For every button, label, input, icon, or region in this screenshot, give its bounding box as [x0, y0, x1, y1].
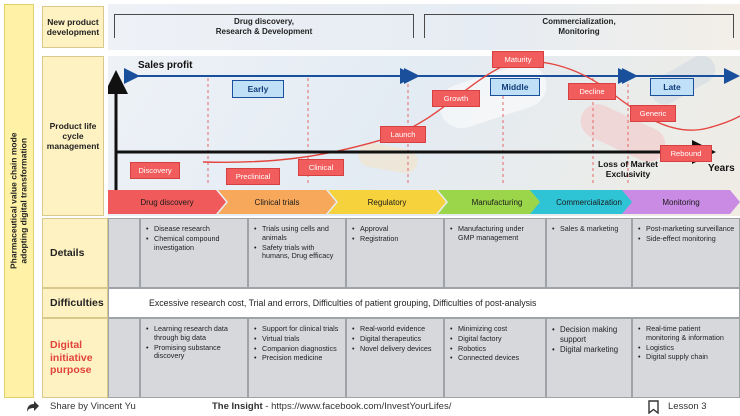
process-monitoring: Monitoring [622, 190, 740, 214]
list-item: Registration [351, 234, 439, 244]
list-item: Connected devices [449, 354, 541, 363]
stage-generic: Generic [630, 105, 676, 122]
process-clinical-trials: Clinical trials [218, 190, 336, 214]
list-item: Companion diagnostics [253, 344, 341, 354]
details-cell-regulatory: ApprovalRegistration [346, 218, 444, 288]
details-cell-spacer [108, 218, 140, 288]
footer-source[interactable]: The Insight - https://www.facebook.com/I… [212, 401, 451, 412]
loss-of-exclusivity-label: Loss of Market Exclusivity [598, 159, 658, 180]
process-strip: Drug discovery Clinical trials Regulator… [108, 190, 740, 214]
process-regulatory: Regulatory [328, 190, 446, 214]
bracket-rnd: Drug discovery, Research & Development [114, 14, 414, 38]
list-item: Novel delivery devices [351, 344, 439, 354]
phase-early: Early [232, 80, 284, 98]
stage-launch: Launch [380, 126, 426, 143]
list-item: Minimizing cost [449, 324, 541, 334]
process-drug-discovery: Drug discovery [108, 190, 226, 214]
share-icon[interactable] [26, 400, 40, 413]
years-label: Years [708, 163, 735, 174]
list-item: Sales & marketing [551, 224, 627, 234]
share-credit: Share by Vincent Yu [50, 401, 136, 412]
footer: Share by Vincent Yu The Insight - https:… [0, 398, 740, 416]
side-title: Pharmaceutical value chain mode adopting… [4, 4, 34, 398]
list-item: Logistics [637, 343, 735, 353]
list-item: Digital factory [449, 334, 541, 344]
list-item: Digital therapeutics [351, 334, 439, 344]
stage-preclinical: Preclinical [226, 168, 280, 185]
footer-brand: The Insight [212, 401, 263, 412]
bracket-commercial-label: Commercialization, Monitoring [542, 16, 616, 36]
stage-discovery: Discovery [130, 162, 180, 179]
details-cell-monitoring: Post-marketing surveillanceSide-effect m… [632, 218, 740, 288]
stage-growth: Growth [432, 90, 480, 107]
list-item: Real-world evidence [351, 324, 439, 334]
list-item: Digital supply chain [637, 353, 735, 362]
stage-maturity: Maturity [492, 51, 544, 68]
details-cell-discovery: Disease researchChemical compound invest… [140, 218, 248, 288]
list-item: Manufacturing under GMP management [449, 224, 541, 243]
list-item: Approval [351, 224, 439, 234]
bracket-rnd-label: Drug discovery, Research & Development [215, 16, 313, 36]
list-item: Trials using cells and animals [253, 224, 341, 243]
phase-middle: Middle [490, 78, 540, 96]
bookmark-icon[interactable] [648, 400, 659, 414]
row-head-digital: Digital initiative purpose [42, 318, 108, 398]
footer-url: - https://www.facebook.com/InvestYourLif… [262, 401, 452, 412]
digital-cell-regulatory: Real-world evidenceDigital therapeuticsN… [346, 318, 444, 398]
lesson-label: Lesson 3 [668, 401, 707, 412]
phase-late: Late [650, 78, 694, 96]
list-item: Virtual trials [253, 334, 341, 344]
list-item: Support for clinical trials [253, 324, 341, 334]
details-cell-commercialization: Sales & marketing [546, 218, 632, 288]
digital-cell-commercialization: Decision making supportDigital marketing [546, 318, 632, 398]
stage-rebound: Rebound [660, 145, 712, 162]
row-head-difficulties: Difficulties [42, 288, 108, 318]
list-item: Precision medicine [253, 354, 341, 363]
digital-cell-manufacturing: Minimizing costDigital factoryRoboticsCo… [444, 318, 546, 398]
sales-profit-label: Sales profit [138, 60, 193, 71]
list-item: Promising substance discovery [145, 343, 243, 362]
list-item: Side-effect monitoring [637, 234, 735, 244]
list-item: Decision making support [551, 325, 627, 344]
list-item: Post-marketing surveillance [637, 224, 735, 234]
digital-cell-spacer [108, 318, 140, 398]
stage-decline: Decline [568, 83, 616, 100]
row-head-details: Details [42, 218, 108, 288]
digital-cell-monitoring: Real-time patient monitoring & informati… [632, 318, 740, 398]
list-item: Safety trials with humans, Drug efficacy [253, 243, 341, 262]
details-cell-clinical: Trials using cells and animalsSafety tri… [248, 218, 346, 288]
list-item: Chemical compound investigation [145, 234, 243, 253]
list-item: Learning research data through big data [145, 324, 243, 343]
side-title-text: Pharmaceutical value chain mode adopting… [8, 132, 28, 270]
details-cell-manufacturing: Manufacturing under GMP management [444, 218, 546, 288]
stage-clinical: Clinical [298, 159, 344, 176]
digital-cell-clinical: Support for clinical trialsVirtual trial… [248, 318, 346, 398]
bracket-commercial: Commercialization, Monitoring [424, 14, 734, 38]
row-head-lifecycle: Product life cycle management [42, 56, 104, 216]
list-item: Digital marketing [551, 345, 627, 355]
list-item: Real-time patient monitoring & informati… [637, 324, 735, 343]
difficulties-cell: Excessive research cost, Trial and error… [108, 288, 740, 318]
row-head-new-product: New product development [42, 6, 104, 48]
list-item: Disease research [145, 224, 243, 234]
digital-cell-discovery: Learning research data through big dataP… [140, 318, 248, 398]
list-item: Robotics [449, 344, 541, 354]
